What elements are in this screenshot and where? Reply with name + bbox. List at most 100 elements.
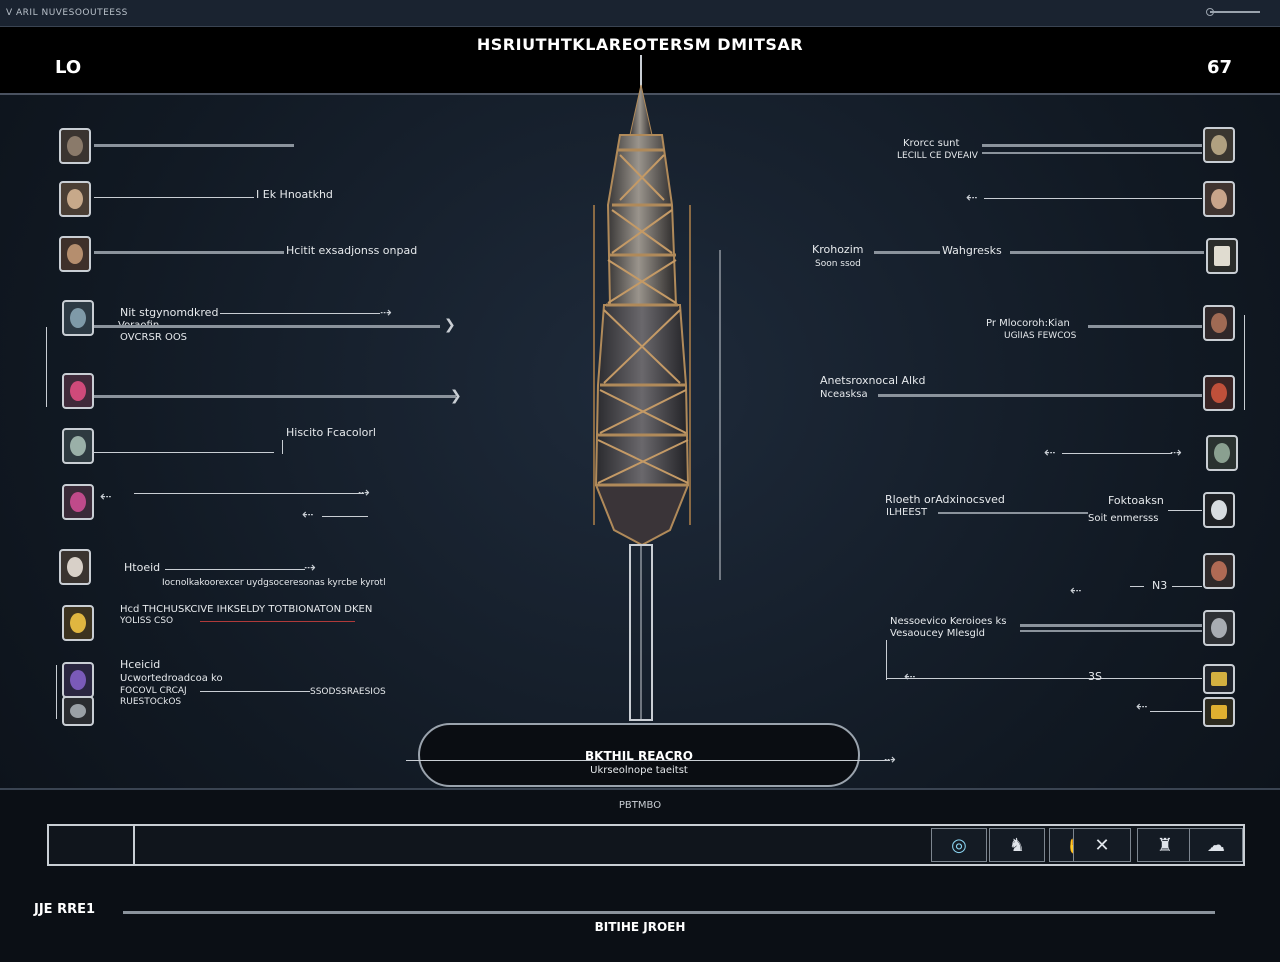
scout-portrait-icon[interactable] (62, 428, 94, 464)
warrior-portrait-icon[interactable] (59, 128, 91, 164)
bracket-line (56, 665, 57, 719)
shaman-alt-portrait-icon[interactable] (62, 696, 94, 726)
roster-label: Htoeid (124, 561, 161, 574)
connector-line (94, 144, 294, 147)
shaman-portrait-icon[interactable] (62, 662, 94, 698)
connector-line (1172, 586, 1202, 587)
window-slider[interactable] (1210, 11, 1260, 13)
pedestal-line (406, 760, 890, 761)
connector-line (134, 493, 364, 494)
bottom-left-label: JJE RRE1 (34, 902, 96, 917)
bard-portrait-icon[interactable] (1203, 181, 1235, 217)
bottom-panel: PBTMBO ◎ ♞ ✋ ✕ ♜ ☁ JJE RRE1 BITIHE JROEH (0, 788, 1280, 962)
bottom-action-button[interactable]: BITIHE JROEH (594, 920, 686, 934)
roster-sublabel: FOCOVL CRCAJ (120, 686, 187, 696)
connector-line (982, 152, 1202, 154)
progress-track[interactable] (123, 911, 1215, 914)
helmet-portrait-icon[interactable] (1203, 127, 1235, 163)
window-titlebar: V ARIL NUVESOOUTEESS (0, 0, 1280, 27)
armored-portrait-icon[interactable] (1203, 610, 1235, 646)
ninja-portrait-icon[interactable] (1203, 305, 1235, 341)
roster-sublabel: YOLISS CSO (120, 616, 174, 626)
connector-line (1168, 510, 1202, 511)
cloud-icon[interactable]: ☁ (1189, 828, 1243, 862)
golem-portrait-icon[interactable] (1206, 238, 1238, 274)
connector-line (938, 512, 1088, 514)
knight-portrait-icon[interactable] (62, 300, 94, 336)
connector-line (1150, 711, 1202, 712)
bracket-line (1244, 315, 1245, 410)
score-counter: 67 (1206, 57, 1232, 78)
connector-line (200, 691, 310, 692)
wraith-portrait-icon[interactable] (1203, 492, 1235, 528)
roster-sublabel: UGlIAS FEWCOS (1004, 331, 1077, 341)
connector-line (1020, 630, 1202, 632)
figure-icon[interactable]: ♞ (989, 828, 1045, 862)
connector-line (1062, 453, 1172, 454)
chevron-right-icon[interactable]: ❯ (450, 388, 462, 404)
mage-portrait-icon[interactable] (62, 373, 94, 409)
connector-line (200, 621, 355, 622)
action-bar-cell[interactable] (49, 826, 135, 864)
gold-crest-icon[interactable] (1203, 697, 1235, 727)
arrow-right-icon: ⇢ (1170, 445, 1182, 461)
level-indicator: LO (55, 57, 82, 78)
connector-line (984, 198, 1202, 199)
rogue-portrait-icon[interactable] (59, 236, 91, 272)
roster-sublabel: OVCRSR OOS (120, 332, 188, 343)
goggles-icon[interactable]: ◎ (931, 828, 987, 862)
roster-label: N3 (1152, 579, 1168, 592)
roster-label: Rloeth orAdxinocsved (885, 493, 1005, 506)
bracket-line (46, 327, 47, 407)
druid-portrait-icon[interactable] (1206, 435, 1238, 471)
roster-sublabel: RUESTOCkOS (120, 697, 182, 707)
tower-icon[interactable]: ♜ (1137, 828, 1193, 862)
assassin-portrait-icon[interactable] (62, 484, 94, 520)
arrow-right-icon: ⇢ (304, 560, 316, 576)
roster-sublabel: Vesaoucey Mlesgld (890, 628, 985, 639)
page-title: HSRIUTHTKLAREOTERSM DMITSAR (476, 35, 804, 54)
roster-sublabel: Iocnolkakoorexcer uydgsoceresonas kyrcbe… (162, 578, 386, 588)
pedestal-subtitle: Ukrseolnope taeitst (590, 765, 688, 776)
pedestal-title: BKTHIL REACRO (585, 749, 693, 763)
connector-line (982, 144, 1202, 147)
roster-label: Hceicid (120, 658, 161, 671)
hooded-portrait-icon[interactable] (1203, 553, 1235, 589)
pedestal-plate[interactable]: BKTHIL REACRO Ukrseolnope taeitst (418, 723, 860, 787)
arrow-left-icon: ⇠ (1136, 699, 1148, 715)
bracket-line (886, 640, 887, 680)
connector-line (220, 313, 380, 314)
roster-label: I Ek Hnoatkhd (256, 188, 333, 201)
roster-sublabel: Soon ssod (815, 259, 861, 269)
arrow-right-icon: ⇢ (380, 305, 392, 321)
roster-label: Hcitit exsadjonss onpad (286, 244, 418, 257)
roster-label: Nit stgynomdkred (120, 306, 219, 319)
elder-portrait-icon[interactable] (59, 181, 91, 217)
roster-label: Wahgresks (942, 244, 1002, 257)
connector-line (94, 325, 440, 328)
arrow-left-icon: ⇠ (1044, 445, 1056, 461)
arrow-left-icon: ⇠ (1070, 583, 1082, 599)
connector-line (1020, 624, 1202, 627)
beast-portrait-icon[interactable] (59, 549, 91, 585)
tower-structure (593, 55, 721, 721)
connector-line (1010, 251, 1204, 254)
paladin-portrait-icon[interactable] (62, 605, 94, 641)
connector-line (1088, 325, 1202, 328)
roster-label: Anetsroxnocal Alkd (820, 374, 926, 387)
connector-line (322, 516, 368, 517)
roster-sublabel: Soit enmersss (1088, 513, 1159, 524)
banner-portrait-icon[interactable] (1203, 664, 1235, 694)
demon-portrait-icon[interactable] (1203, 375, 1235, 411)
roster-label: Foktoaksn (1108, 494, 1164, 507)
connector-line (94, 395, 456, 398)
arrow-left-icon: ⇠ (100, 489, 112, 505)
chevron-right-icon[interactable]: ❯ (444, 317, 456, 333)
roster-sublabel: Ucwortedroadcoa ko (120, 673, 223, 684)
connector-line (94, 251, 284, 254)
action-bar: ◎ ♞ ✋ ✕ ♜ ☁ (47, 824, 1245, 866)
connector-line (886, 678, 1202, 679)
cross-icon[interactable]: ✕ (1073, 828, 1131, 862)
roster-sublabel: LECILL CE DVEAIV (897, 151, 978, 161)
roster-label: 3S (1088, 670, 1102, 683)
